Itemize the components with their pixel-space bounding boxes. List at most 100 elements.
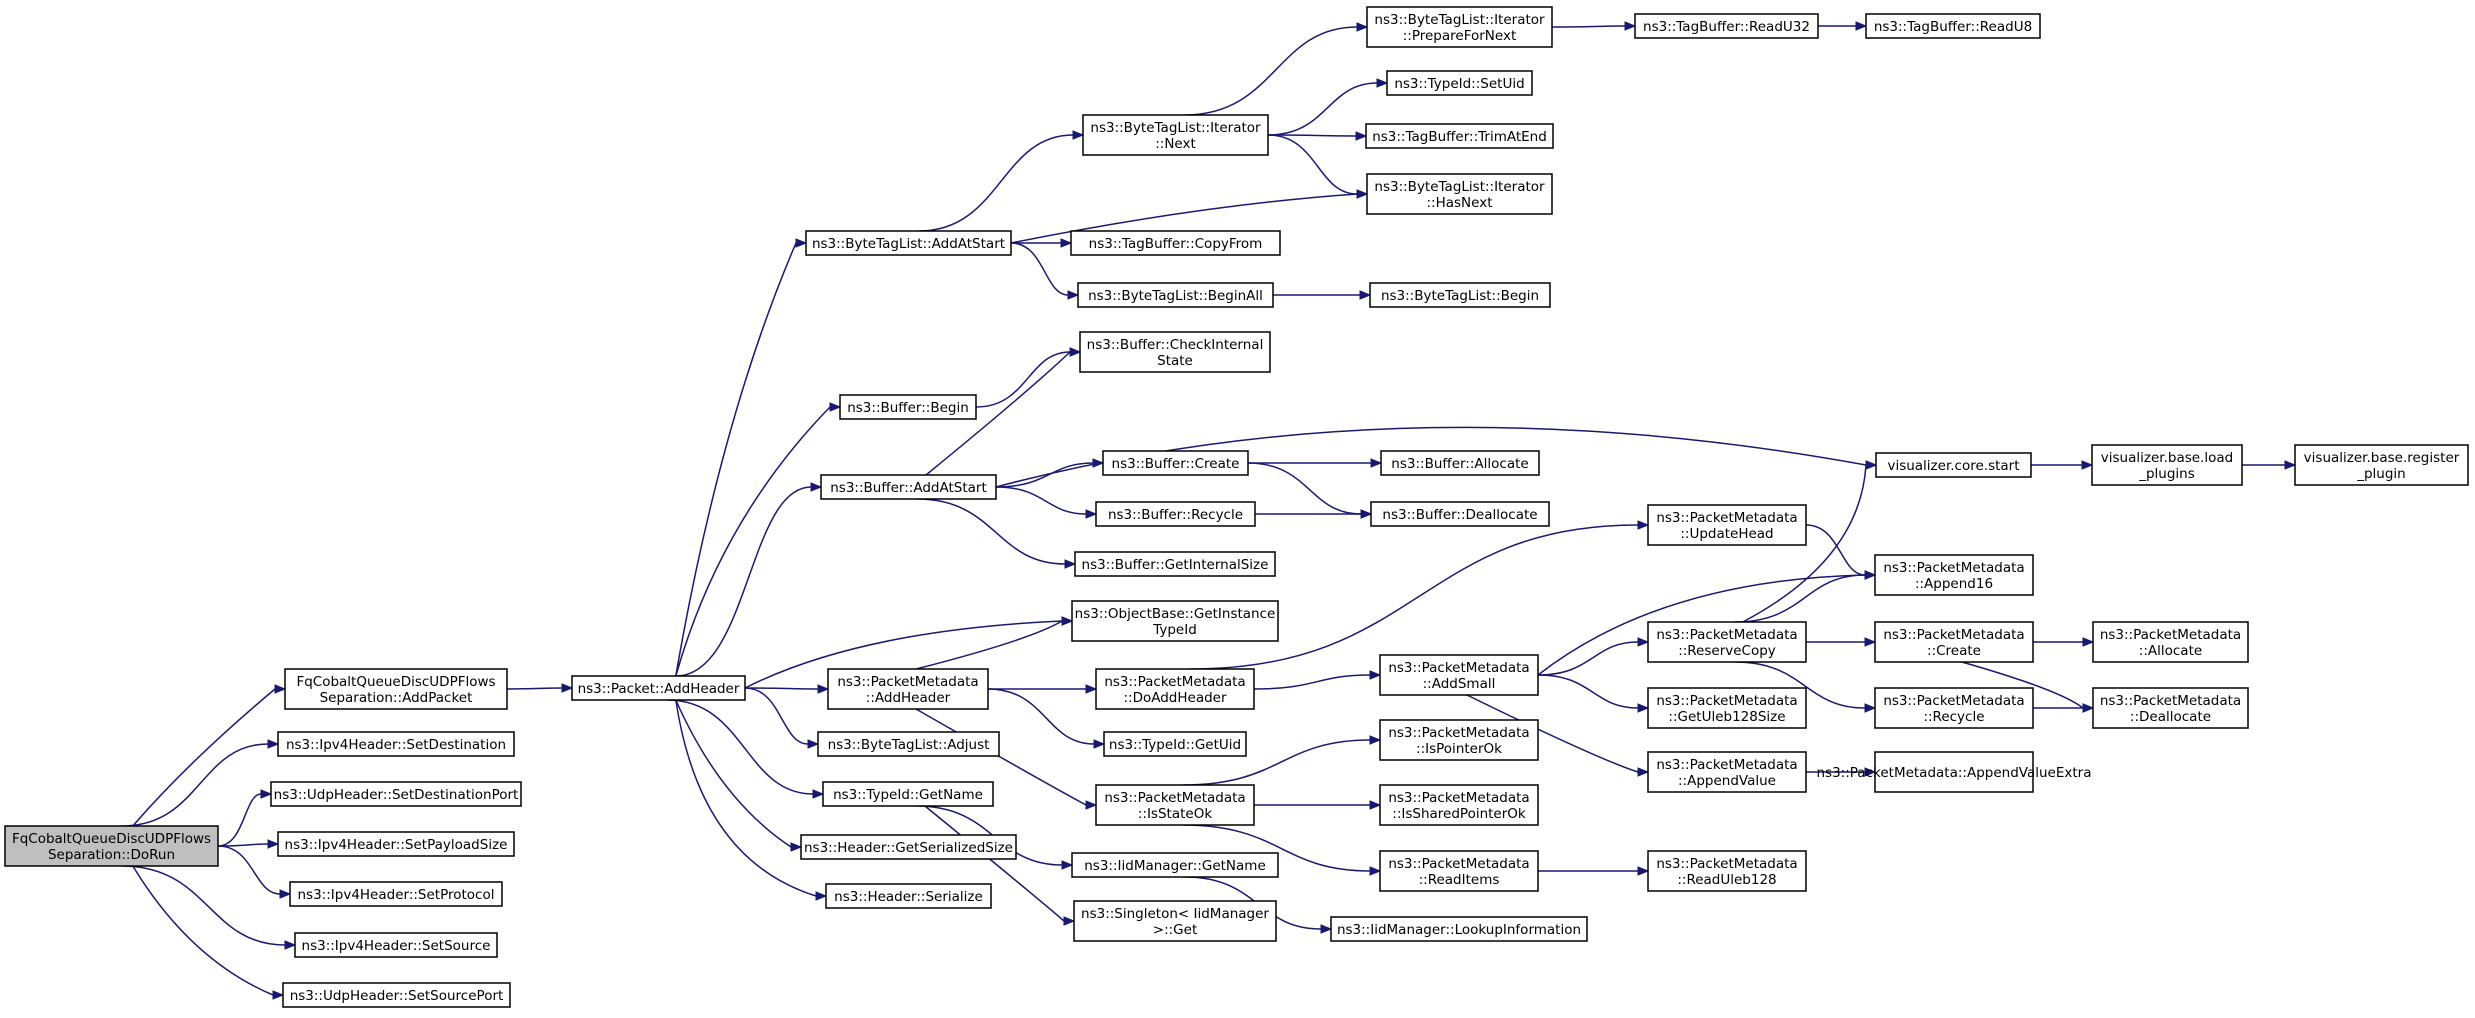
function-node-pm-allocate[interactable]: ns3::PacketMetadata::Allocate — [2092, 621, 2249, 663]
node-label-line: ns3::UdpHeader::SetDestinationPort — [274, 787, 519, 803]
node-label-line: ns3::TagBuffer::TrimAtEnd — [1372, 129, 1547, 145]
function-node-pm-issharedpointerok[interactable]: ns3::PacketMetadata::IsSharedPointerOk — [1379, 784, 1539, 826]
function-node-pm-getuleb128size[interactable]: ns3::PacketMetadata::GetUleb128Size — [1647, 687, 1807, 729]
function-node-singleton-get[interactable]: ns3::Singleton< IidManager >::Get — [1073, 900, 1277, 942]
edge-arrowhead — [1069, 347, 1082, 357]
edge-line — [1010, 193, 1358, 244]
call-edge-pm-isstateok-to-pm-ispointerok — [1182, 735, 1382, 786]
node-label-line: ns3::PacketMetadata — [1388, 790, 1529, 806]
function-node-buffer-begin[interactable]: ns3::Buffer::Begin — [839, 394, 977, 420]
function-node-pm-ispointerok[interactable]: ns3::PacketMetadata::IsPointerOk — [1379, 719, 1539, 761]
function-node-pm-create[interactable]: ns3::PacketMetadata::Create — [1874, 621, 2034, 663]
function-node-btl-addatstart[interactable]: ns3::ByteTagList::AddAtStart — [805, 230, 1012, 256]
function-node-pm-doaddheader[interactable]: ns3::PacketMetadata::DoAddHeader — [1095, 668, 1255, 710]
function-node-typeid-getname[interactable]: ns3::TypeId::GetName — [822, 781, 994, 807]
edge-line — [217, 845, 281, 895]
edge-line — [915, 620, 1063, 670]
function-node-addpacket[interactable]: FqCobaltQueueDiscUDPFlowsSeparation::Add… — [284, 668, 508, 710]
function-node-buffer-create[interactable]: ns3::Buffer::Create — [1102, 450, 1249, 476]
function-node-btl-it-next[interactable]: ns3::ByteTagList::Iterator::Next — [1082, 114, 1269, 156]
node-box — [1874, 687, 2034, 729]
function-node-header-getsersize[interactable]: ns3::Header::GetSerializedSize — [800, 834, 1017, 860]
function-node-ipv4-setsrc[interactable]: ns3::Ipv4Header::SetSource — [294, 932, 498, 958]
node-box — [1079, 331, 1271, 373]
function-node-buffer-allocate[interactable]: ns3::Buffer::Allocate — [1380, 450, 1540, 476]
edge-line — [915, 708, 1087, 806]
node-label-line: ns3::PacketMetadata — [1388, 660, 1529, 676]
function-node-viz-core-start[interactable]: visualizer.core.start — [1875, 452, 2032, 478]
node-label-line: ns3::PacketMetadata — [1883, 560, 2024, 576]
edge-arrowhead — [829, 402, 842, 412]
function-node-tb-copyfrom[interactable]: ns3::TagBuffer::CopyFrom — [1070, 230, 1281, 256]
call-edge-pm-appendvalue-to-pm-appendvalueextra — [1806, 767, 1877, 777]
node-box — [282, 982, 511, 1008]
function-node-ipv4-setproto[interactable]: ns3::Ipv4Header::SetProtocol — [289, 881, 503, 907]
function-node-pm-addsmall[interactable]: ns3::PacketMetadata::AddSmall — [1379, 654, 1539, 696]
function-node-pm-readitems[interactable]: ns3::PacketMetadata::ReadItems — [1379, 850, 1539, 892]
node-box — [1647, 504, 1807, 546]
node-label-line: ns3::PacketMetadata — [1388, 725, 1529, 741]
edge-arrowhead — [1637, 520, 1650, 530]
function-node-pm-deallocate[interactable]: ns3::PacketMetadata::Deallocate — [2092, 687, 2249, 729]
function-node-buffer-getinternalsize[interactable]: ns3::Buffer::GetInternalSize — [1074, 551, 1276, 577]
call-edge-pm-addheader-to-typeid-getuid — [987, 688, 1106, 749]
function-node-pm-updatehead[interactable]: ns3::PacketMetadata::UpdateHead — [1647, 504, 1807, 546]
call-edge-buffer-create-to-buffer-allocate — [1248, 458, 1383, 468]
node-label-line: ns3::PacketMetadata — [1656, 856, 1797, 872]
function-node-btl-adjust[interactable]: ns3::ByteTagList::Adjust — [817, 731, 1000, 757]
function-node-typeid-getuid[interactable]: ns3::TypeId::GetUid — [1103, 731, 1247, 757]
edge-arrowhead — [1637, 637, 1650, 647]
edge-line — [917, 498, 1066, 565]
function-node-pm-isstateok[interactable]: ns3::PacketMetadata::IsStateOk — [1095, 784, 1255, 826]
function-node-pm-addheader[interactable]: ns3::PacketMetadata::AddHeader — [827, 668, 989, 710]
node-label-line: ::AddSmall — [1423, 676, 1496, 692]
function-node-iidmanager-lookupinfo[interactable]: ns3::IidManager::LookupInformation — [1330, 916, 1588, 942]
function-node-btl-it-preparefornext[interactable]: ns3::ByteTagList::Iterator::PrepareForNe… — [1366, 6, 1553, 48]
edge-line — [675, 699, 817, 897]
function-node-header-serialize[interactable]: ns3::Header::Serialize — [825, 883, 992, 909]
node-box — [2092, 621, 2249, 663]
function-node-pm-recycle[interactable]: ns3::PacketMetadata::Recycle — [1874, 687, 2034, 729]
function-node-ipv4-setpayload[interactable]: ns3::Ipv4Header::SetPayloadSize — [277, 831, 515, 857]
function-node-iidmanager-getname[interactable]: ns3::IidManager::GetName — [1071, 852, 1279, 878]
function-node-pm-reservecopy[interactable]: ns3::PacketMetadata::ReserveCopy — [1647, 621, 1807, 663]
function-node-tb-readu8[interactable]: ns3::TagBuffer::ReadU8 — [1865, 13, 2041, 39]
function-node-buffer-addatstart[interactable]: ns3::Buffer::AddAtStart — [820, 474, 997, 500]
node-label-line: ns3::PacketMetadata — [1883, 627, 2024, 643]
edge-arrowhead — [1369, 735, 1382, 745]
node-box — [817, 731, 1000, 757]
edge-line — [122, 865, 286, 946]
function-node-btl-beginall[interactable]: ns3::ByteTagList::BeginAll — [1077, 282, 1274, 308]
function-node-btl-begin[interactable]: ns3::ByteTagList::Begin — [1369, 282, 1551, 308]
function-node-pm-append16[interactable]: ns3::PacketMetadata::Append16 — [1874, 554, 2034, 596]
function-node-viz-register-plugin[interactable]: visualizer.base.register_plugin — [2294, 444, 2469, 486]
node-box — [1875, 452, 2032, 478]
node-label-line: ::Append16 — [1915, 576, 1993, 592]
function-node-dorun[interactable]: FqCobaltQueueDiscUDPFlowsSeparation::DoR… — [4, 825, 219, 867]
edge-line — [1267, 134, 1357, 137]
function-node-tb-trimatend[interactable]: ns3::TagBuffer::TrimAtEnd — [1365, 123, 1554, 149]
edge-arrowhead — [284, 940, 297, 950]
edge-line — [1742, 464, 1867, 623]
function-node-buffer-recycle[interactable]: ns3::Buffer::Recycle — [1095, 501, 1256, 527]
function-node-tb-readu32[interactable]: ns3::TagBuffer::ReadU32 — [1634, 13, 1819, 39]
function-node-typeid-setuid[interactable]: ns3::TypeId::SetUid — [1386, 70, 1533, 96]
function-node-pm-appendvalue[interactable]: ns3::PacketMetadata::AppendValue — [1647, 751, 1807, 793]
function-node-pm-readuleb128[interactable]: ns3::PacketMetadata::ReadUleb128 — [1647, 850, 1807, 892]
function-node-pm-appendvalueextra[interactable]: ns3::PacketMetadata::AppendValueExtra — [1817, 751, 2092, 793]
function-node-packet-addheader[interactable]: ns3::Packet::AddHeader — [571, 675, 746, 701]
function-node-buffer-deallocate[interactable]: ns3::Buffer::Deallocate — [1370, 501, 1550, 527]
node-label-line: ns3::PacketMetadata — [1656, 627, 1797, 643]
function-node-btl-it-hasnext[interactable]: ns3::ByteTagList::Iterator::HasNext — [1366, 173, 1553, 215]
function-node-udp-setdestport[interactable]: ns3::UdpHeader::SetDestinationPort — [270, 781, 522, 807]
function-node-ipv4-setdest[interactable]: ns3::Ipv4Header::SetDestination — [277, 731, 515, 757]
node-box — [1647, 850, 1807, 892]
function-node-viz-load-plugins[interactable]: visualizer.base.load_plugins — [2091, 444, 2243, 486]
node-label-line: ::GetUleb128Size — [1668, 709, 1785, 725]
call-edge-viz-load-plugins-to-viz-register-plugin — [2242, 460, 2297, 470]
edge-arrowhead — [1356, 189, 1369, 199]
function-node-udp-setsrcport[interactable]: ns3::UdpHeader::SetSourcePort — [282, 982, 511, 1008]
